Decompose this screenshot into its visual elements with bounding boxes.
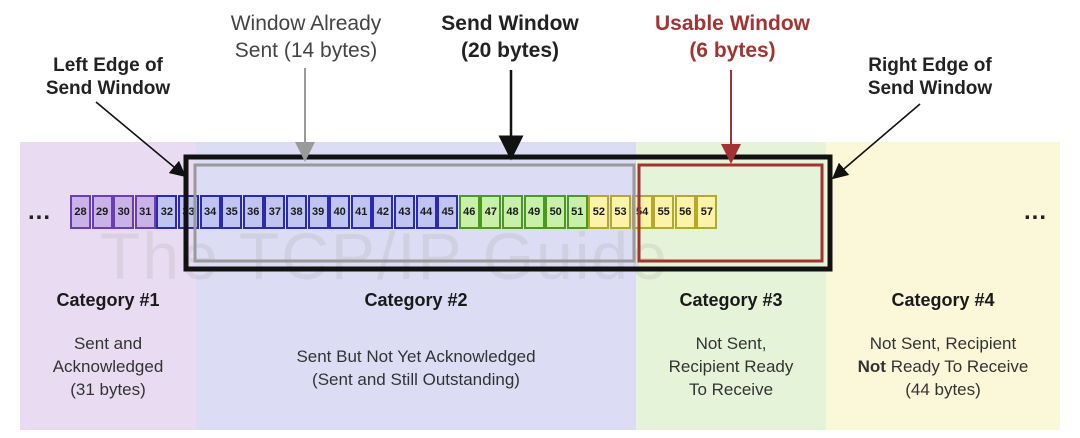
byte-cell-46: 46 (458, 195, 480, 229)
category-2-band (196, 142, 636, 430)
category-4-band (826, 142, 1060, 430)
byte-cell-48: 48 (502, 195, 523, 229)
category-3-title: Category #3 (679, 290, 783, 310)
category-4-desc-rest: Ready To Receive (44 bytes) (890, 357, 1029, 399)
byte-cell-28: 28 (70, 195, 91, 229)
left-edge-arrow (95, 101, 187, 178)
right-edge-arrow (831, 103, 921, 180)
byte-cell-36: 36 (242, 195, 264, 229)
byte-cell-39: 39 (307, 195, 329, 229)
right-ellipsis: ... (1024, 198, 1048, 225)
category-2-desc: Sent But Not Yet Acknowledged (Sent and … (296, 347, 536, 389)
send-window-frame (183, 154, 833, 272)
byte-cell-56: 56 (674, 195, 696, 229)
byte-cell-47: 47 (480, 195, 502, 229)
category-4-desc-bold: Not (857, 357, 886, 376)
byte-cell-30: 30 (113, 195, 135, 229)
byte-cell-38: 38 (286, 195, 307, 229)
already-sent-frame (193, 163, 636, 263)
byte-cell-43: 43 (394, 195, 415, 229)
byte-cell-31: 31 (134, 195, 156, 229)
byte-cell-37: 37 (264, 195, 286, 229)
byte-cell-35: 35 (221, 195, 243, 229)
category-2-title: Category #2 (364, 290, 468, 310)
category-4-desc: Not Sent, Recipient Not Ready To Receive… (826, 332, 1060, 401)
byte-cell-55: 55 (653, 195, 675, 229)
byte-cell-57: 57 (696, 195, 718, 229)
byte-cell-44: 44 (415, 195, 437, 229)
send-window-label: Send Window (20 bytes) (441, 12, 579, 62)
byte-cell-41: 41 (350, 195, 372, 229)
category-1-desc: Sent and Acknowledged (31 bytes) (52, 334, 164, 399)
byte-cell-40: 40 (329, 195, 351, 229)
usable-window-label: Usable Window (6 bytes) (655, 12, 810, 62)
byte-cell-42: 42 (372, 195, 394, 229)
category-4-title: Category #4 (891, 290, 995, 310)
left-edge-label: Left Edge of Send Window (45, 55, 171, 99)
category-3-desc: Not Sent, Recipient Ready To Receive (668, 334, 794, 399)
already-sent-label: Window Already Sent (14 bytes) (230, 12, 382, 62)
byte-cell-34: 34 (199, 195, 221, 229)
usable-window-frame (637, 163, 824, 263)
left-ellipsis: ... (28, 198, 52, 225)
byte-cell-32: 32 (156, 195, 178, 229)
byte-cell-52: 52 (588, 195, 610, 229)
byte-cell-53: 53 (610, 195, 631, 229)
category-1-band (20, 142, 196, 430)
category-3-band (636, 142, 826, 430)
byte-cell-45: 45 (437, 195, 459, 229)
byte-cell-29: 29 (91, 195, 113, 229)
byte-cell-50: 50 (545, 195, 567, 229)
right-edge-label: Right Edge of Send Window (867, 55, 993, 99)
byte-cell-51: 51 (566, 195, 588, 229)
byte-cell-49: 49 (523, 195, 545, 229)
category-1-title: Category #1 (56, 290, 160, 310)
category-4-desc-line1: Not Sent, Recipient (869, 334, 1017, 353)
